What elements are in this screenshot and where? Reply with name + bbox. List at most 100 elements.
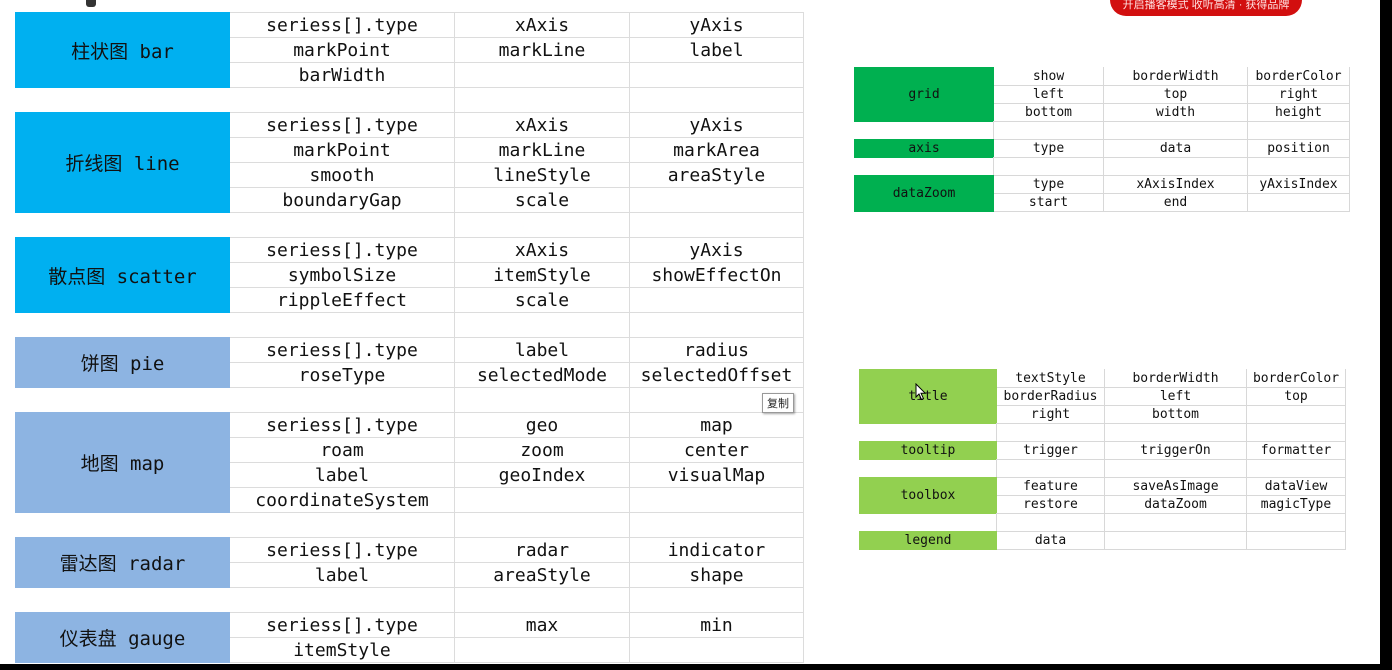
table-cell[interactable]: areaStyle	[455, 562, 630, 587]
table-cell[interactable]: selectedMode	[455, 362, 630, 387]
table-cell[interactable]: coordinateSystem	[230, 487, 455, 512]
table-cell[interactable]: seriess[].type	[230, 537, 455, 562]
section-label[interactable]: 折线图 line	[15, 112, 230, 213]
table-cell[interactable]: itemStyle	[455, 262, 630, 287]
table-cell[interactable]: borderColor	[1248, 67, 1350, 85]
component-label[interactable]: toolbox	[859, 477, 997, 514]
section-label[interactable]: 散点图 scatter	[15, 237, 230, 313]
table-cell[interactable]: top	[1247, 387, 1346, 405]
table-cell[interactable]: label	[230, 562, 455, 587]
empty-cell[interactable]	[230, 212, 455, 237]
table-cell[interactable]: seriess[].type	[230, 237, 455, 262]
table-cell[interactable]: lineStyle	[455, 162, 630, 187]
table-cell[interactable]	[1247, 405, 1346, 423]
table-cell[interactable]: center	[630, 437, 804, 462]
table-cell[interactable]: position	[1248, 139, 1350, 157]
table-cell[interactable]: top	[1104, 85, 1248, 103]
copy-tooltip[interactable]: 复制	[762, 393, 794, 413]
empty-cell[interactable]	[854, 157, 994, 175]
table-cell[interactable]: map	[630, 412, 804, 437]
table-cell[interactable]: geoIndex	[455, 462, 630, 487]
table-cell[interactable]: markLine	[455, 37, 630, 62]
table-cell[interactable]: borderRadius	[997, 387, 1105, 405]
empty-cell[interactable]	[994, 157, 1104, 175]
section-label[interactable]: 柱状图 bar	[15, 12, 230, 88]
empty-cell[interactable]	[630, 312, 804, 337]
table-cell[interactable]	[1105, 531, 1247, 549]
empty-cell[interactable]	[455, 512, 630, 537]
empty-cell[interactable]	[630, 587, 804, 612]
component-label[interactable]: grid	[854, 67, 994, 122]
table-cell[interactable]: radar	[455, 537, 630, 562]
table-cell[interactable]: width	[1104, 103, 1248, 121]
table-cell[interactable]: markArea	[630, 137, 804, 162]
table-cell[interactable]: show	[994, 67, 1104, 85]
table-cell[interactable]: borderWidth	[1104, 67, 1248, 85]
table-cell[interactable]: selectedOffset	[630, 362, 804, 387]
empty-cell[interactable]	[1104, 121, 1248, 139]
empty-cell[interactable]	[455, 387, 630, 412]
empty-cell[interactable]	[997, 459, 1105, 477]
table-cell[interactable]: right	[1248, 85, 1350, 103]
table-cell[interactable]: bottom	[994, 103, 1104, 121]
table-cell[interactable]: feature	[997, 477, 1105, 495]
table-cell[interactable]: end	[1104, 193, 1248, 211]
empty-cell[interactable]	[455, 587, 630, 612]
table-cell[interactable]: label	[630, 37, 804, 62]
table-cell[interactable]: visualMap	[630, 462, 804, 487]
table-cell[interactable]: data	[1104, 139, 1248, 157]
table-cell[interactable]: dataView	[1247, 477, 1346, 495]
table-cell[interactable]: magicType	[1247, 495, 1346, 513]
table-cell[interactable]: seriess[].type	[230, 112, 455, 137]
table-cell[interactable]	[455, 637, 630, 662]
table-cell[interactable]	[1247, 531, 1346, 549]
empty-cell[interactable]	[630, 212, 804, 237]
table-cell[interactable]: roam	[230, 437, 455, 462]
table-cell[interactable]: seriess[].type	[230, 337, 455, 362]
table-cell[interactable]: right	[997, 405, 1105, 423]
table-cell[interactable]: itemStyle	[230, 637, 455, 662]
empty-cell[interactable]	[859, 423, 997, 441]
table-cell[interactable]: label	[230, 462, 455, 487]
table-cell[interactable]: borderWidth	[1105, 369, 1247, 387]
table-cell[interactable]: saveAsImage	[1105, 477, 1247, 495]
empty-cell[interactable]	[230, 387, 455, 412]
empty-cell[interactable]	[1105, 459, 1247, 477]
table-cell[interactable]: markLine	[455, 137, 630, 162]
table-cell[interactable]	[630, 62, 804, 87]
table-cell[interactable]: seriess[].type	[230, 412, 455, 437]
table-cell[interactable]	[1248, 193, 1350, 211]
table-cell[interactable]	[630, 287, 804, 312]
empty-cell[interactable]	[859, 513, 997, 531]
table-cell[interactable]: radius	[630, 337, 804, 362]
empty-cell[interactable]	[230, 512, 455, 537]
table-cell[interactable]	[630, 637, 804, 662]
empty-cell[interactable]	[1105, 423, 1247, 441]
table-cell[interactable]: xAxis	[455, 12, 630, 37]
table-cell[interactable]: rippleEffect	[230, 287, 455, 312]
table-cell[interactable]: type	[994, 139, 1104, 157]
table-cell[interactable]: yAxisIndex	[1248, 175, 1350, 193]
table-cell[interactable]: yAxis	[630, 237, 804, 262]
table-cell[interactable]	[630, 487, 804, 512]
table-cell[interactable]: xAxisIndex	[1104, 175, 1248, 193]
table-cell[interactable]: height	[1248, 103, 1350, 121]
empty-cell[interactable]	[854, 121, 994, 139]
table-cell[interactable]: bottom	[1105, 405, 1247, 423]
component-label[interactable]: tooltip	[859, 441, 997, 460]
table-cell[interactable]: type	[994, 175, 1104, 193]
table-cell[interactable]: markPoint	[230, 137, 455, 162]
table-cell[interactable]: left	[1105, 387, 1247, 405]
empty-cell[interactable]	[859, 459, 997, 477]
component-label[interactable]: axis	[854, 139, 994, 158]
empty-cell[interactable]	[630, 512, 804, 537]
table-cell[interactable]: barWidth	[230, 62, 455, 87]
table-cell[interactable]: max	[455, 612, 630, 637]
table-cell[interactable]: formatter	[1247, 441, 1346, 459]
empty-cell[interactable]	[1247, 423, 1346, 441]
table-cell[interactable]: seriess[].type	[230, 12, 455, 37]
empty-cell[interactable]	[994, 121, 1104, 139]
table-cell[interactable]	[455, 62, 630, 87]
table-cell[interactable]: scale	[455, 287, 630, 312]
table-cell[interactable]: yAxis	[630, 112, 804, 137]
